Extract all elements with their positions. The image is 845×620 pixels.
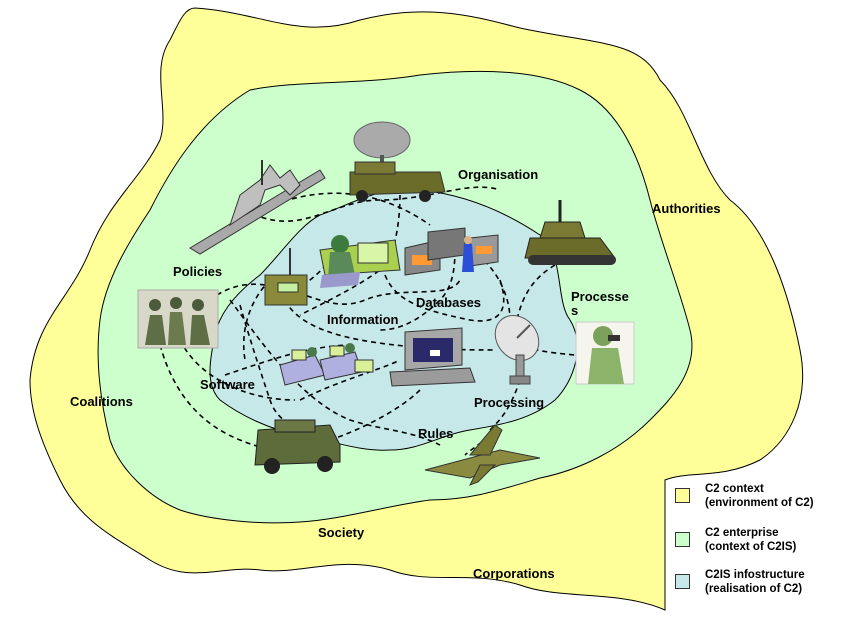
satellite-dish-icon (494, 315, 540, 385)
legend-label: C2 context (environment of C2) (705, 482, 814, 510)
legend-swatch (675, 488, 690, 503)
label-corporations: Corporations (473, 566, 555, 581)
label-databases: Databases (416, 295, 482, 310)
tank-icon (524, 200, 616, 265)
label-software: Software (200, 377, 255, 392)
label-authorities: Authorities (652, 201, 721, 216)
legend-title: C2IS infostructure (705, 569, 805, 581)
label-processes: Processe s (571, 290, 629, 318)
radio-icon (264, 248, 308, 306)
legend-label: C2IS infostructure (realisation of C2) (705, 568, 805, 596)
legend-label: C2 enterprise (context of C2IS) (705, 526, 796, 554)
legend-title: C2 context (705, 483, 764, 495)
soldiers-group-icon (137, 289, 219, 349)
legend-title: C2 enterprise (705, 527, 779, 539)
label-organisation: Organisation (458, 167, 539, 182)
fighter-jet-icon (424, 424, 541, 486)
soldier-binoculars-icon (575, 321, 635, 385)
humvee-icon (254, 419, 341, 474)
operator-console-icon (319, 235, 401, 288)
warship-icon (189, 160, 326, 255)
label-society: Society (318, 525, 365, 540)
computer-workstation-icon (389, 327, 476, 387)
legend-subtitle: (realisation of C2) (705, 583, 803, 595)
label-policies: Policies (173, 264, 223, 279)
label-coalitions: Coalitions (70, 394, 133, 409)
label-information: Information (327, 312, 399, 327)
legend-item-c2-context: C2 context (environment of C2) (675, 482, 845, 522)
label-rules: Rules (418, 426, 454, 441)
legend-item-c2-enterprise: C2 enterprise (context of C2IS) (675, 526, 845, 566)
legend-item-c2is-infostructure: C2IS infostructure (realisation of C2) (675, 568, 845, 608)
server-rack-icon (404, 227, 499, 276)
legend-subtitle: (environment of C2) (705, 497, 814, 509)
radar-truck-icon (349, 121, 446, 202)
label-processes-line2: s (571, 303, 579, 318)
legend-subtitle: (context of C2IS) (705, 541, 797, 553)
office-workers-icon (279, 343, 374, 386)
legend-swatch (675, 574, 690, 589)
label-processing: Processing (474, 395, 545, 410)
legend-swatch (675, 532, 690, 547)
label-processes-line1: Processe (571, 289, 629, 304)
